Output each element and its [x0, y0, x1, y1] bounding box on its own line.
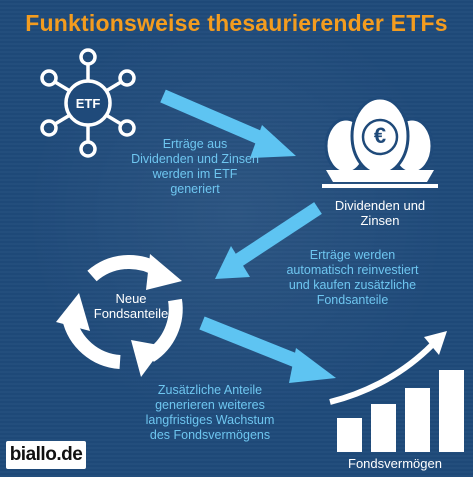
etf-generates-text: Erträge aus Dividenden und Zinsen werden… [131, 137, 259, 196]
page-title: Funktionsweise thesaurierender ETFs [25, 10, 448, 36]
new-shares-label: Neue Fondsanteile [93, 291, 169, 321]
etf-network-icon [40, 48, 136, 158]
etf-label: ETF [75, 96, 101, 111]
reinvest-text: Erträge werden automatisch reinvestiert … [286, 248, 419, 307]
eggs-nest-icon [322, 96, 438, 188]
fund-assets-label: Fondsvermögen [348, 456, 442, 471]
flow-arrows [160, 89, 336, 383]
arrow-etf-to-dividends [160, 89, 296, 158]
brand-logo: biallo.de [6, 441, 86, 469]
cycle-arrowheads [56, 254, 182, 377]
growth-text: Zusätzliche Anteile generieren weiteres … [145, 383, 275, 442]
euro-icon: € [373, 123, 387, 148]
arrow-dividends-to-shares [215, 202, 322, 279]
growth-chart-icon [329, 331, 464, 452]
arrow-shares-to-assets [199, 316, 336, 383]
dividends-label: Dividenden und Zinsen [334, 198, 426, 228]
